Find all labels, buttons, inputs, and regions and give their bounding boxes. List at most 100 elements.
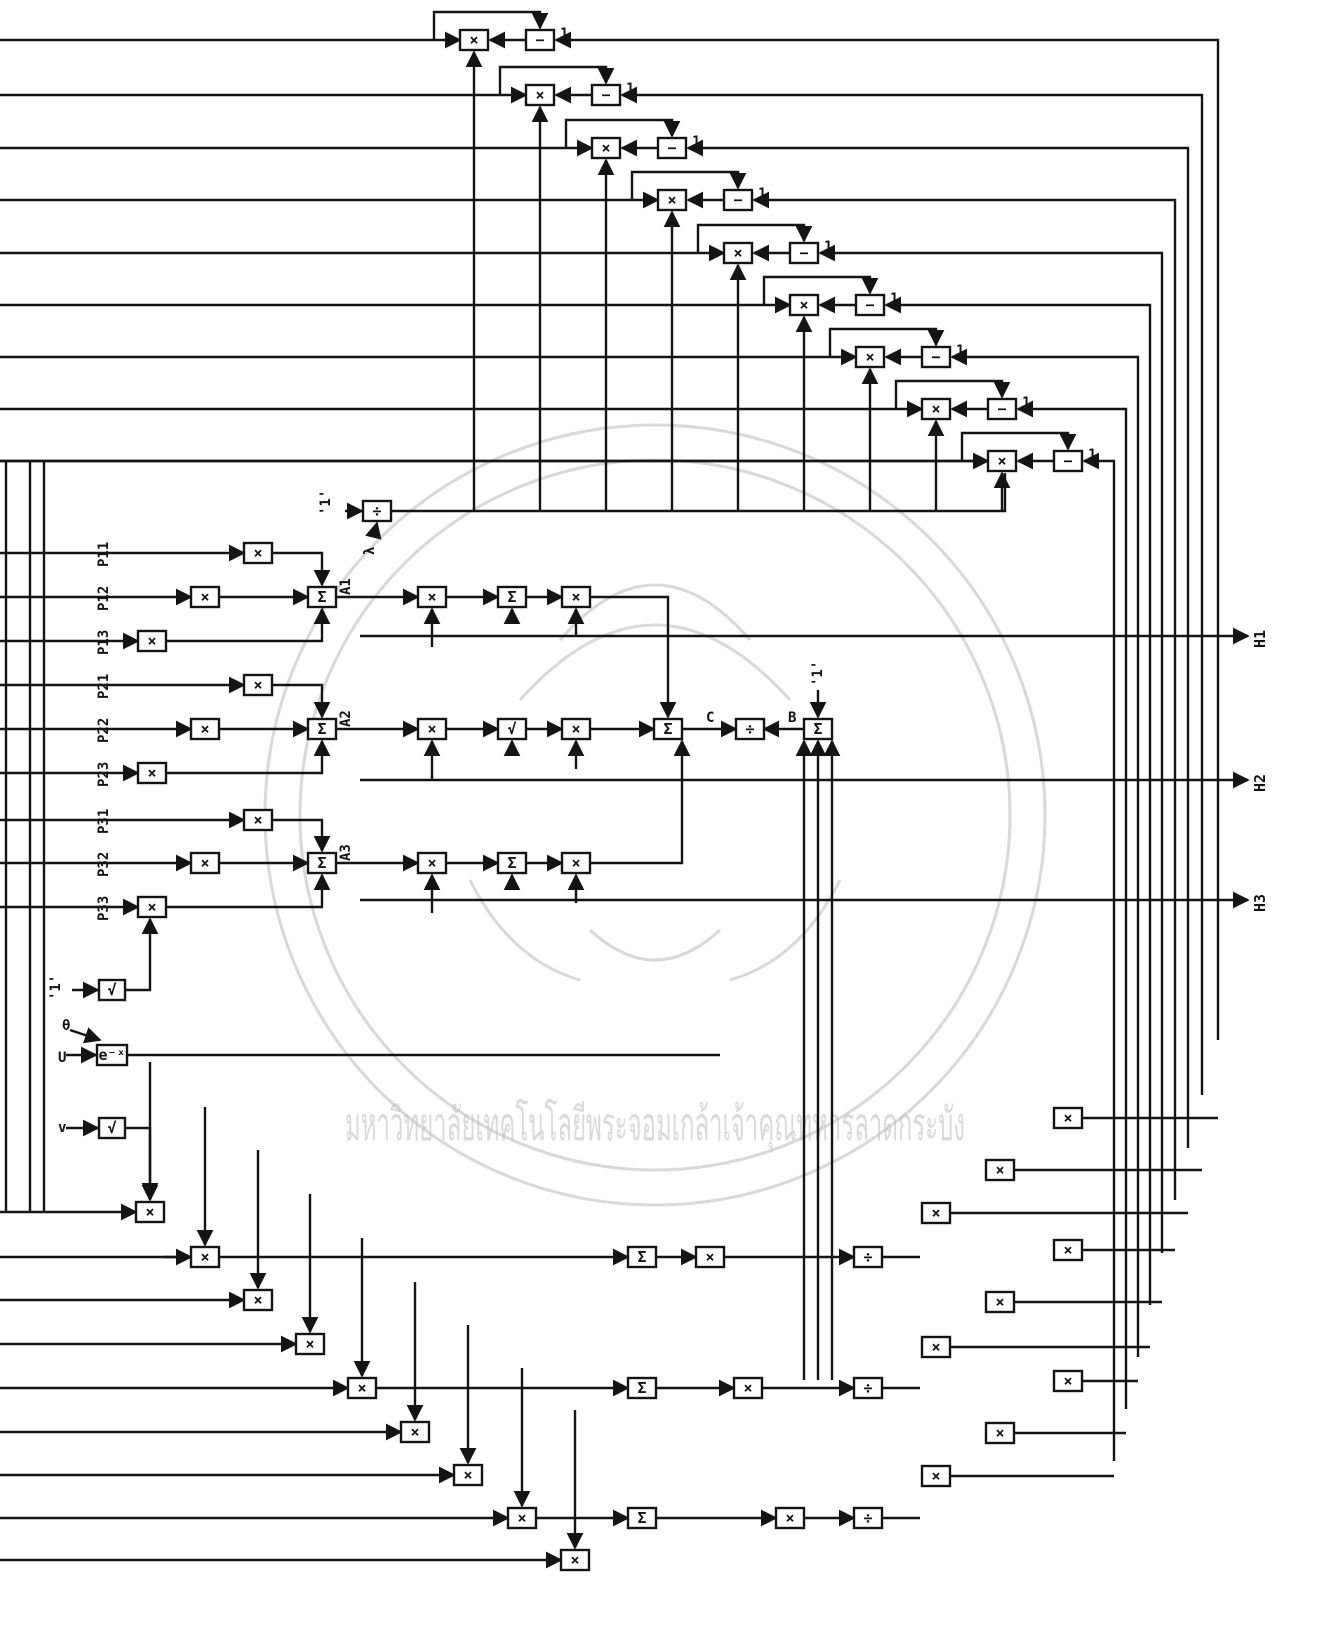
mul-symbol: × bbox=[931, 400, 940, 418]
sum-symbol: Σ bbox=[317, 588, 326, 606]
mul-symbol: × bbox=[1063, 1372, 1072, 1390]
p-mul-p13: × bbox=[138, 631, 166, 651]
sum-a1: Σ bbox=[308, 587, 336, 607]
sub-symbol: − bbox=[997, 400, 1006, 418]
p-mul-p11: × bbox=[244, 543, 272, 563]
chain-mul3-a3: × bbox=[562, 853, 590, 873]
mul-symbol: × bbox=[147, 898, 156, 916]
mul-symbol: × bbox=[705, 1248, 714, 1266]
stair-mul-9: × bbox=[988, 451, 1016, 471]
p-mul-p22: × bbox=[191, 719, 219, 739]
sub-symbol: − bbox=[865, 296, 874, 314]
p-mul-p21: × bbox=[244, 675, 272, 695]
low-sum-2: Σ bbox=[628, 1378, 656, 1398]
right-mul-9: × bbox=[922, 1466, 950, 1486]
mul-symbol: × bbox=[931, 1204, 940, 1222]
sum-b: Σ bbox=[804, 719, 832, 739]
sum-in-low-a1 bbox=[166, 609, 322, 641]
mul-symbol: × bbox=[410, 1423, 419, 1441]
stair-sub-2: − bbox=[592, 85, 620, 105]
mul-symbol: × bbox=[427, 720, 436, 738]
label-c: C bbox=[706, 710, 714, 726]
label-a1: A1 bbox=[338, 578, 354, 595]
low-post-mul-3: × bbox=[776, 1508, 804, 1528]
chain-mul1-a3: × bbox=[418, 853, 446, 873]
sum-symbol: Σ bbox=[663, 720, 672, 738]
stair-sub-5: − bbox=[790, 243, 818, 263]
sub-symbol: − bbox=[733, 191, 742, 209]
right-mul-6: × bbox=[922, 1337, 950, 1357]
stair-rail-1 bbox=[556, 40, 1218, 1040]
output-h1: H1 bbox=[1251, 630, 1269, 648]
sum-symbol: Σ bbox=[637, 1509, 646, 1527]
label-p21: P21 bbox=[96, 674, 112, 699]
low-div-3: ÷ bbox=[854, 1508, 882, 1528]
mul-symbol: × bbox=[253, 676, 262, 694]
output-h2: H2 bbox=[1251, 774, 1269, 792]
watermark-text: มหาวิทยาลัยเทคโนโลยีพระจอมเกล้าเจ้าคุณทห… bbox=[345, 1097, 965, 1153]
stair-sub-9: − bbox=[1054, 451, 1082, 471]
mul-symbol: × bbox=[601, 139, 610, 157]
output-h3: H3 bbox=[1251, 894, 1269, 912]
sub-symbol: − bbox=[799, 244, 808, 262]
mul-symbol: × bbox=[145, 1203, 154, 1221]
right-mul-7: × bbox=[1054, 1371, 1082, 1391]
theta-in bbox=[70, 1030, 100, 1040]
stair-mul-6: × bbox=[790, 295, 818, 315]
stair-mul-5: × bbox=[724, 243, 752, 263]
stair-one-3: 1 bbox=[692, 134, 700, 150]
mul-symbol: × bbox=[1063, 1241, 1072, 1259]
right-mul-3: × bbox=[922, 1203, 950, 1223]
sqrt-symbol: √ bbox=[107, 981, 116, 999]
stair-sub-6: − bbox=[856, 295, 884, 315]
mul-symbol: × bbox=[571, 854, 580, 872]
mul-symbol: × bbox=[357, 1379, 366, 1397]
label-p33: P33 bbox=[96, 896, 112, 921]
mul-symbol: × bbox=[305, 1335, 314, 1353]
label-theta: θ bbox=[62, 1018, 70, 1034]
p-mul-p23: × bbox=[138, 763, 166, 783]
low-mul-5: × bbox=[348, 1378, 376, 1398]
stair-one-4: 1 bbox=[758, 186, 766, 202]
label-u: U bbox=[58, 1050, 66, 1066]
low-mul-1: × bbox=[136, 1202, 164, 1222]
stair-sub-3: − bbox=[658, 138, 686, 158]
mul-symbol: × bbox=[799, 296, 808, 314]
div-symbol: ÷ bbox=[372, 502, 381, 520]
mul-symbol: × bbox=[785, 1509, 794, 1527]
mul-symbol: × bbox=[427, 854, 436, 872]
stair-rail-7 bbox=[952, 357, 1138, 1357]
mul-symbol: × bbox=[147, 764, 156, 782]
mul-symbol: × bbox=[995, 1293, 1004, 1311]
mul-symbol: × bbox=[253, 811, 262, 829]
right-mul-2: × bbox=[986, 1160, 1014, 1180]
label-one-mid: '1' bbox=[810, 661, 826, 686]
stair-rail-6 bbox=[886, 305, 1150, 1305]
low-post-mul-2: × bbox=[734, 1378, 762, 1398]
mul-symbol: × bbox=[733, 244, 742, 262]
sum-in-top-a1 bbox=[272, 553, 322, 585]
label-a2: A2 bbox=[338, 710, 354, 727]
low-mul-8: × bbox=[508, 1508, 536, 1528]
stair-one-5: 1 bbox=[824, 239, 832, 255]
sum-symbol: Σ bbox=[637, 1379, 646, 1397]
low-mul-2: × bbox=[191, 1247, 219, 1267]
sum-in-top-a3 bbox=[272, 820, 322, 851]
mul-symbol: × bbox=[743, 1379, 752, 1397]
label-p32: P32 bbox=[96, 852, 112, 877]
chain-mul1-a2: × bbox=[418, 719, 446, 739]
mul-symbol: × bbox=[200, 1248, 209, 1266]
div-symbol: ÷ bbox=[745, 720, 754, 738]
stair-mul-4: × bbox=[658, 190, 686, 210]
mul-symbol: × bbox=[535, 86, 544, 104]
chain-op2-a1: Σ bbox=[498, 587, 526, 607]
low-mul-3: × bbox=[244, 1290, 272, 1310]
stair-mul-8: × bbox=[922, 399, 950, 419]
mul-symbol: × bbox=[253, 544, 262, 562]
chain-op2-a3: Σ bbox=[498, 853, 526, 873]
mul-symbol: × bbox=[463, 1466, 472, 1484]
mul-symbol: × bbox=[931, 1338, 940, 1356]
sum-symbol: Σ bbox=[317, 854, 326, 872]
lambda-in bbox=[374, 523, 377, 535]
stair-sub-1: − bbox=[526, 30, 554, 50]
